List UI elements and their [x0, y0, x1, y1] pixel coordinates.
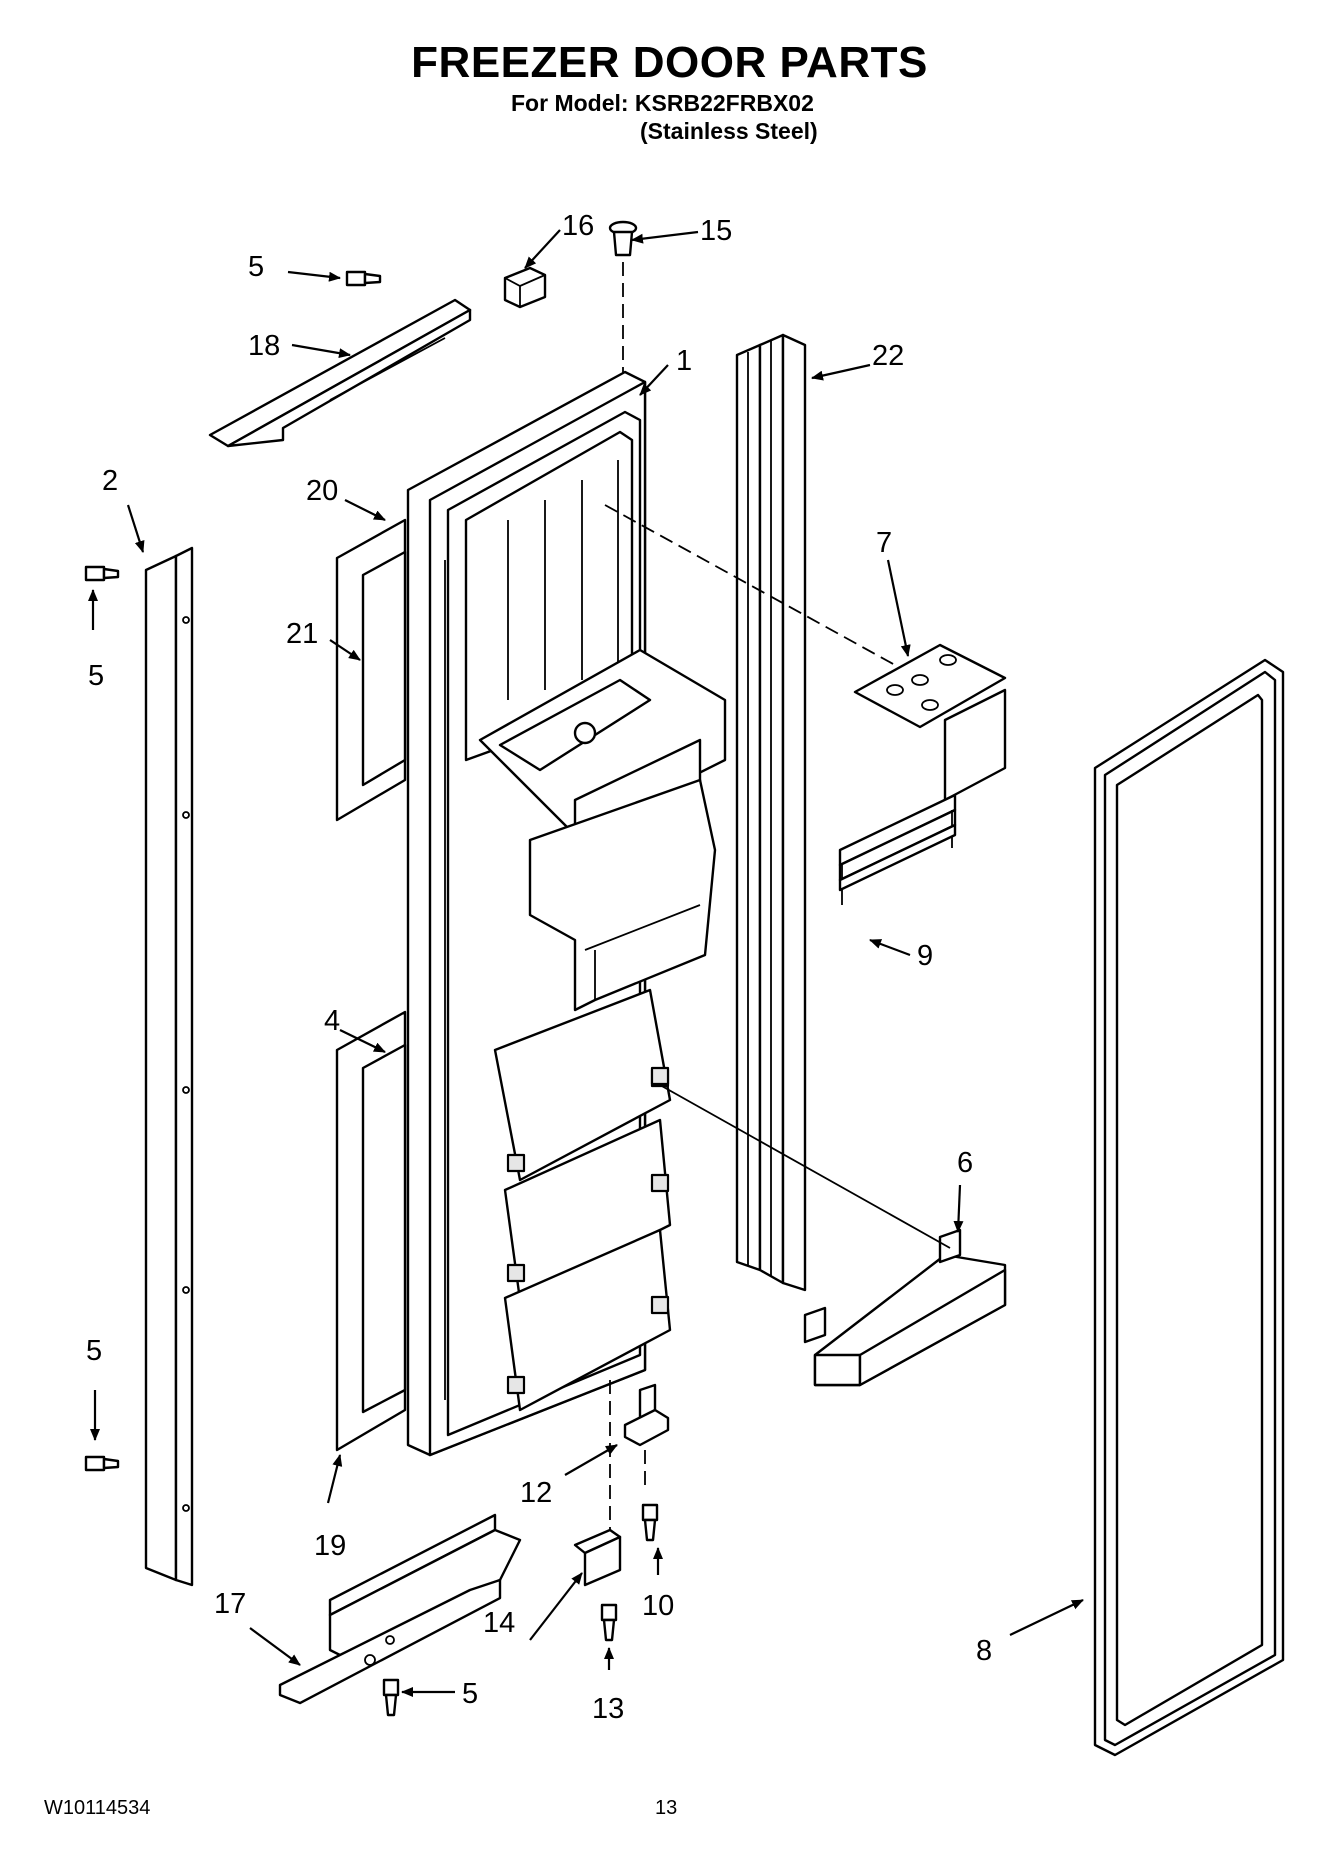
callout-18: 18: [248, 330, 280, 362]
part-16-block: [503, 266, 547, 309]
callout-13: 13: [592, 1693, 624, 1725]
part-bottom-trim: [278, 1513, 522, 1705]
callout-5-left-upper: 5: [88, 660, 104, 692]
screw-13: [600, 1603, 618, 1642]
model-finish: (Stainless Steel): [640, 118, 818, 144]
model-number: For Model: KSRB22FRBX02: [511, 90, 814, 116]
screw-left-lower: [84, 1455, 120, 1472]
callout-10: 10: [642, 1590, 674, 1622]
callout-21: 21: [286, 618, 318, 650]
callout-6: 6: [957, 1147, 973, 1179]
callout-leaders: [88, 229, 1084, 1697]
part-lower-frame: [335, 1010, 407, 1452]
part-bracket: [853, 643, 1007, 802]
callout-5-left-lower: 5: [86, 1335, 102, 1367]
page-title: FREEZER DOOR PARTS: [411, 38, 928, 87]
callout-20: 20: [306, 475, 338, 507]
screw-left-upper: [84, 565, 120, 582]
part-rail: [838, 793, 957, 905]
part-15-plug: [608, 220, 638, 257]
callout-12: 12: [520, 1477, 552, 1509]
callout-22: 22: [872, 340, 904, 372]
part-upper-frame: [335, 518, 407, 822]
screw-bottom: [382, 1678, 400, 1717]
callout-2: 2: [102, 465, 118, 497]
screw-top: [345, 270, 382, 287]
callout-9: 9: [917, 940, 933, 972]
callout-labels: 5 18 16 15 1 22 2 5 20 21 7 9 4 6 5 19 1…: [86, 210, 992, 1725]
callout-19: 19: [314, 1530, 346, 1562]
document-number: W10114534: [44, 1797, 151, 1819]
callout-15: 15: [700, 215, 732, 247]
screw-10: [641, 1503, 659, 1542]
callout-17: 17: [214, 1588, 246, 1620]
callout-1: 1: [676, 345, 692, 377]
page-number: 13: [655, 1797, 678, 1819]
part-hinge-plate: [573, 1528, 622, 1587]
part-side-trim: [144, 546, 194, 1587]
callout-7: 7: [876, 527, 892, 559]
callout-5-top: 5: [248, 251, 264, 283]
callout-16: 16: [562, 210, 594, 242]
part-top-trim: [208, 298, 472, 448]
part-door-liner: [406, 370, 727, 1457]
part-bin: [803, 1228, 1007, 1387]
part-door-gasket: [1093, 658, 1285, 1757]
part-hinge-pin: [623, 1383, 670, 1447]
callout-8: 8: [976, 1635, 992, 1667]
callout-4: 4: [324, 1005, 340, 1037]
part-right-strip: [735, 333, 807, 1292]
callout-14: 14: [483, 1607, 515, 1639]
callout-5-bottom: 5: [462, 1678, 478, 1710]
